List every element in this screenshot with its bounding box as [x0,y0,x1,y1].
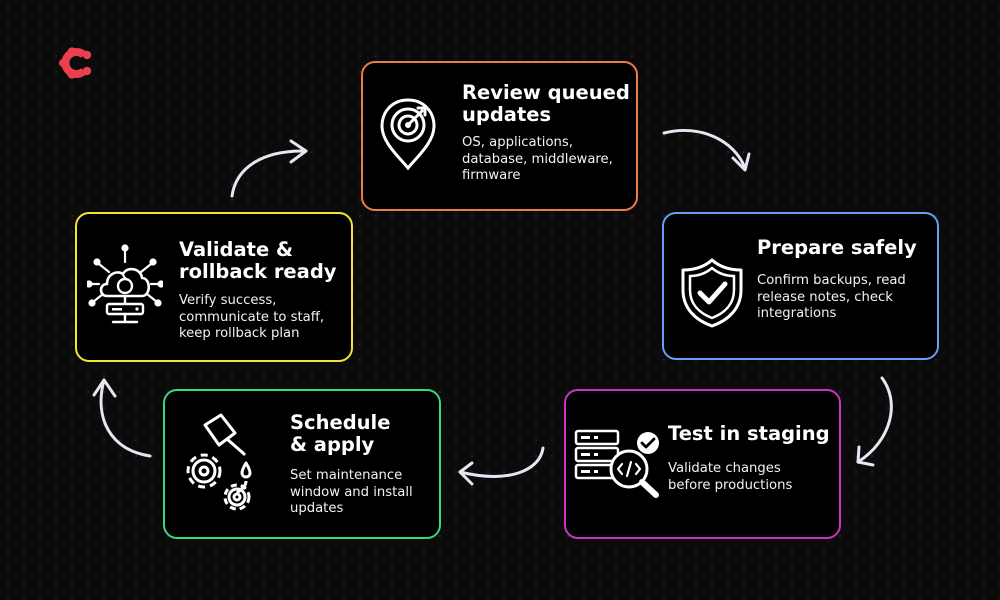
arrow-validate-to-review-icon [230,139,308,198]
step-review-description: OS, applications, database, middleware, … [462,135,613,183]
step-prepare-description: Confirm backups, read release notes, che… [757,273,906,321]
step-test-card: Test in staging Validate changes before … [564,389,841,539]
server-code-check-icon [574,429,659,498]
gears-oil-can-icon [186,413,252,511]
step-validate-description: Verify success, communicate to staff, ke… [179,293,325,341]
step-schedule-card: Schedule & apply Set maintenance window … [163,389,441,539]
arrow-schedule-to-validate-icon [92,378,152,458]
arrow-review-to-prepare-icon [662,128,751,172]
step-schedule-title: Schedule & apply [290,411,391,456]
arrow-prepare-to-test-icon [856,376,893,467]
step-review-title: Review queued updates [462,81,630,126]
step-prepare-card: Prepare safely Confirm backups, read rel… [662,212,939,360]
shield-check-icon [681,258,743,328]
arrow-test-to-schedule-icon [458,446,545,486]
brand-logo-icon [59,47,92,79]
step-validate-title: Validate & rollback ready [179,238,337,283]
target-location-pin-icon [380,98,436,171]
cloud-sync-network-icon [87,244,163,324]
step-test-title: Test in staging [668,422,830,445]
step-review-card: Review queued updates OS, applications, … [361,61,638,211]
step-validate-card: Validate & rollback ready Verify success… [75,212,353,362]
step-test-description: Validate changes before productions [668,461,793,493]
step-prepare-title: Prepare safely [757,236,917,259]
step-schedule-description: Set maintenance window and install updat… [290,468,413,516]
